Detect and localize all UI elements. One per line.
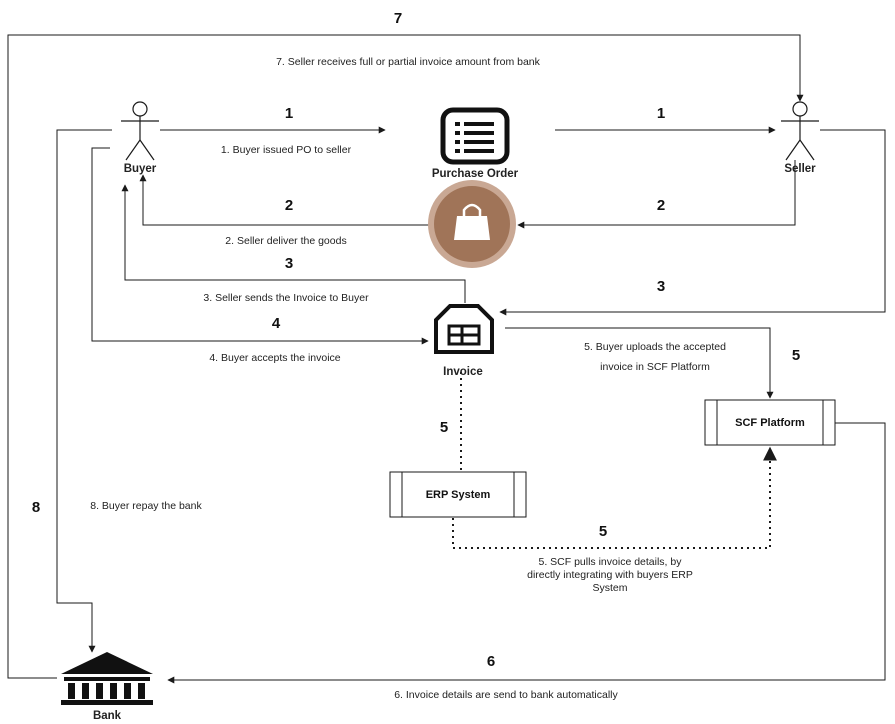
step-5-number-erp: 5 <box>440 419 448 436</box>
buyer-actor-icon <box>121 101 159 161</box>
arrow-step-8 <box>56 129 112 653</box>
step-2-number-right: 2 <box>657 197 665 214</box>
step-7-text: 7. Seller receives full or partial invoi… <box>276 56 541 68</box>
arrow-step-3a <box>499 129 886 316</box>
step-6-number: 6 <box>487 653 495 670</box>
bank-icon <box>61 652 153 705</box>
step-3-text: 3. Seller sends the Invoice to Buyer <box>203 292 369 304</box>
purchase-order-label: Purchase Order <box>432 168 519 180</box>
invoice-icon <box>434 304 494 354</box>
step-1-number-right: 1 <box>657 105 665 122</box>
arrow-step-2b <box>139 174 432 226</box>
arrow-step-2a <box>517 160 796 229</box>
step-2-number-left: 2 <box>285 197 293 214</box>
seller-actor-icon <box>781 101 819 161</box>
arrow-step-3b <box>121 184 466 303</box>
step-2-text: 2. Seller deliver the goods <box>225 235 346 247</box>
invoice-label: Invoice <box>443 366 483 378</box>
purchase-order-icon <box>440 107 510 165</box>
step-3-number-right: 3 <box>657 278 665 295</box>
arrow-step-5-upload <box>505 327 774 399</box>
arrow-step-4 <box>91 147 429 345</box>
step-5-pull-text-line3: System <box>592 582 627 594</box>
step-7-number: 7 <box>394 10 402 27</box>
step-5-pull-text-line2: directly integrating with buyers ERP <box>527 569 693 581</box>
arrow-step-6 <box>167 422 886 684</box>
step-3-number-left: 3 <box>285 255 293 272</box>
step-1-text: 1. Buyer issued PO to seller <box>221 144 352 156</box>
step-4-text: 4. Buyer accepts the invoice <box>209 352 340 364</box>
step-5-pull-text-line1: 5. SCF pulls invoice details, by <box>539 556 683 568</box>
dotted-erp-scf <box>452 446 777 549</box>
step-1-number-left: 1 <box>285 105 293 122</box>
arrow-step-7 <box>7 34 804 679</box>
step-6-text: 6. Invoice details are send to bank auto… <box>394 689 618 701</box>
step-5-number-upload: 5 <box>792 347 800 364</box>
scf-platform-box <box>704 399 836 446</box>
step-5-upload-text-line2: invoice in SCF Platform <box>600 361 710 373</box>
erp-system-box <box>389 471 527 518</box>
shopping-bag-icon <box>428 180 516 268</box>
step-4-number: 4 <box>272 315 281 332</box>
bank-label: Bank <box>93 710 122 722</box>
step-5-upload-text-line1: 5. Buyer uploads the accepted <box>584 341 726 353</box>
step-8-number: 8 <box>32 499 40 516</box>
step-5-number-pull: 5 <box>599 523 607 540</box>
erp-system-label: ERP System <box>426 489 491 501</box>
scf-platform-label: SCF Platform <box>735 417 805 429</box>
seller-label: Seller <box>784 163 816 175</box>
buyer-label: Buyer <box>124 163 157 175</box>
step-8-text: 8. Buyer repay the bank <box>90 500 202 512</box>
